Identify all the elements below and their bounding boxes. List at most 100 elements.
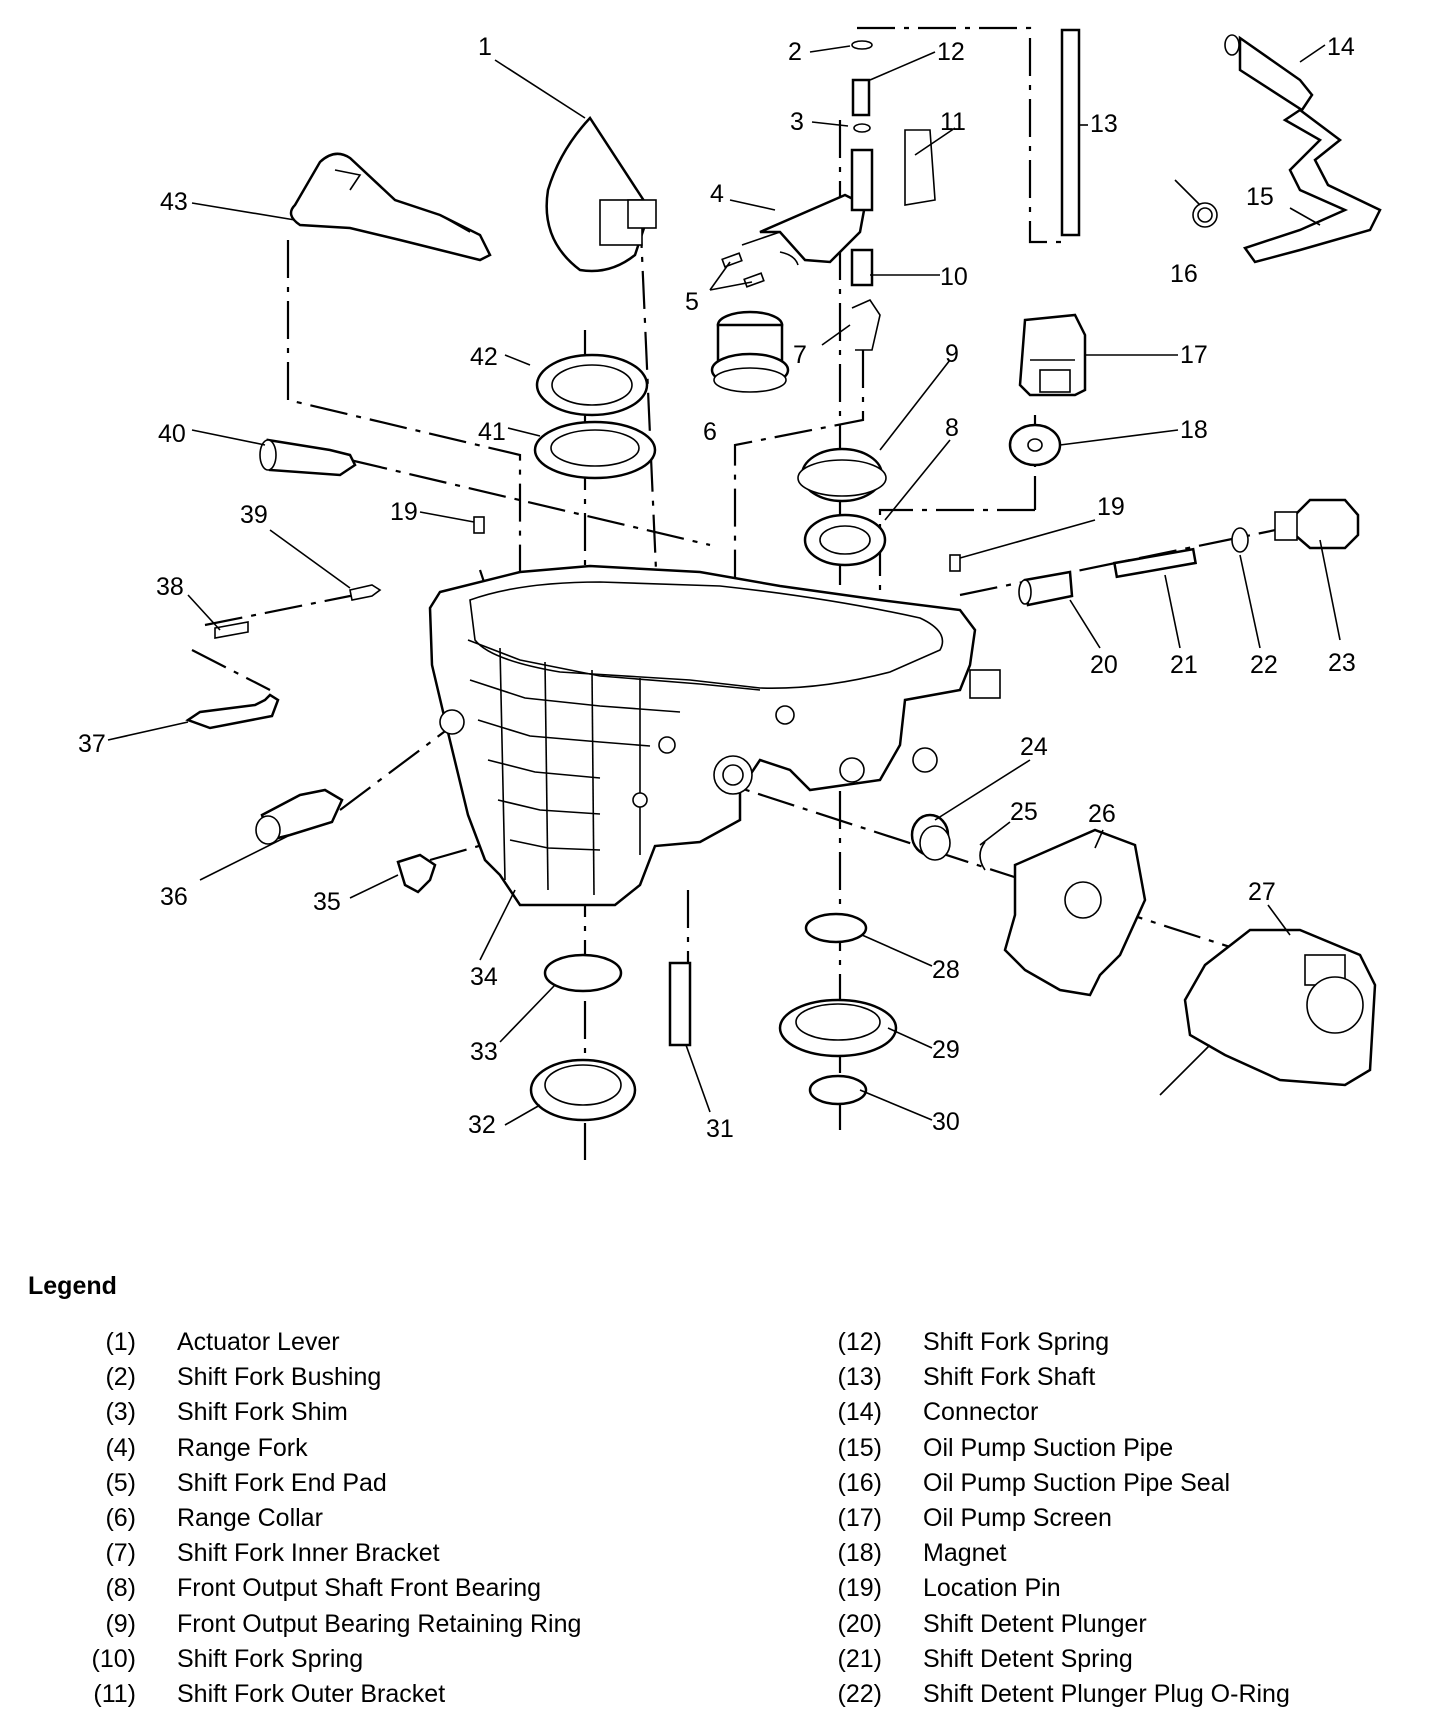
left-side-parts (185, 438, 437, 894)
callout: 12 (937, 38, 965, 66)
callout: 42 (470, 343, 498, 371)
legend-number: (6) (105, 1503, 136, 1532)
callout: 17 (1180, 341, 1208, 369)
callout: 13 (1090, 110, 1118, 138)
magnet (1008, 423, 1062, 467)
legend-item: (16)Oil Pump Suction Pipe Seal (818, 1469, 1231, 1504)
callout: 36 (160, 883, 188, 911)
legend-label: Oil Pump Suction Pipe (923, 1433, 1174, 1462)
callout: 1 (478, 33, 492, 61)
legend-number: (7) (105, 1539, 136, 1568)
legend-item: (10)Shift Fork Spring (72, 1645, 364, 1680)
legend-item: (2) Shift Fork Bushing (72, 1363, 381, 1398)
callout: 32 (468, 1111, 496, 1139)
legend-number: (14) (837, 1398, 882, 1427)
legend-label: Location Pin (923, 1574, 1061, 1603)
callout: 27 (1248, 878, 1276, 906)
callout: 4 (710, 180, 724, 208)
legend-item: (9) Front Output Bearing Retaining Ring (72, 1609, 581, 1645)
legend-item: (8)Front Output Shaft Front Bearing (72, 1574, 541, 1609)
legend-number: (3) (105, 1398, 136, 1427)
legend-number: (20) (837, 1609, 882, 1638)
legend-number: (5) (105, 1468, 136, 1497)
callout: 23 (1328, 649, 1356, 677)
legend-number: (4) (105, 1433, 136, 1462)
legend-number: (1) (105, 1328, 136, 1356)
legend-label: Range Fork (177, 1433, 308, 1462)
range-collar (710, 310, 790, 393)
callout: 29 (932, 1036, 960, 1064)
callout: 6 (703, 418, 717, 446)
lower-parts (529, 912, 898, 1122)
legend-number: (15) (837, 1433, 882, 1462)
legend-label: Oil Pump Suction Pipe Seal (923, 1468, 1231, 1497)
legend-number: (12) (837, 1328, 882, 1356)
legend-number: (21) (837, 1644, 882, 1673)
callout: 11 (940, 108, 966, 136)
legend-item: (17)Oil Pump Screen (818, 1503, 1112, 1539)
legend-label: Shift Fork Shaft (923, 1363, 1096, 1392)
callout: 21 (1170, 651, 1198, 679)
legend-item: (4) Range Fork (72, 1433, 307, 1469)
legend-label: Shift Detent Plunger (923, 1609, 1147, 1638)
legend-label: Shift Fork Bushing (177, 1363, 382, 1392)
shift-detent-parts (1018, 498, 1360, 607)
rear-parts (910, 813, 1377, 1096)
callout: 37 (78, 730, 106, 758)
callout: 10 (940, 263, 968, 291)
range-fork-lever (289, 152, 492, 262)
callout: 7 (793, 341, 807, 369)
callout: 16 (1170, 260, 1198, 288)
legend-label: Front Output Bearing Retaining Ring (177, 1609, 582, 1638)
callout: 41 (478, 418, 506, 446)
callout: 43 (160, 188, 188, 216)
legend-item: (3) Shift Fork Shim (72, 1398, 347, 1433)
legend-label: Shift Fork Shim (177, 1398, 348, 1427)
legend-number: (13) (837, 1363, 882, 1392)
legend-item: (6) Range Collar (72, 1503, 322, 1539)
legend-label: Shift Fork Spring (923, 1328, 1110, 1356)
legend-number: (11) (93, 1679, 136, 1708)
legend-item: (21)Shift Detent Spring (818, 1644, 1133, 1680)
callout: 9 (945, 340, 959, 368)
legend-item: (22) Shift Detent Plunger Plug O-Ring (818, 1679, 1290, 1715)
legend-label: Actuator Lever (177, 1328, 340, 1356)
callout: 40 (158, 420, 186, 448)
actuator-lever (545, 115, 657, 273)
callout: 26 (1088, 800, 1116, 828)
callout: 34 (470, 963, 498, 991)
legend-label: Range Collar (177, 1503, 323, 1532)
legend-item: (13) Shift Fork Shaft (818, 1363, 1096, 1398)
exploded-diagram: 1 2 3 4 5 6 7 8 9 10 11 12 13 14 15 16 1… (78, 26, 1382, 1160)
legend-item: (19) Location Pin (818, 1574, 1061, 1609)
legend-item: (14) Connector (818, 1398, 1039, 1433)
legend-number: (8) (105, 1574, 136, 1603)
legend-number: (9) (105, 1609, 136, 1638)
leader-lines (107, 44, 1341, 1126)
legend-item: (5) Shift Fork End Pad (72, 1468, 386, 1504)
callout: 35 (313, 888, 341, 916)
legend-label: Shift Fork Inner Bracket (177, 1539, 440, 1568)
legend-label: Shift Fork End Pad (177, 1468, 387, 1497)
legend-item: (11)Shift Fork Outer Bracket (72, 1679, 445, 1715)
callout: 18 (1180, 416, 1208, 444)
callout: 33 (470, 1038, 498, 1066)
shift-fork-end-pads (721, 251, 799, 288)
legend-label: Magnet (923, 1539, 1007, 1568)
legend-label: Connector (923, 1398, 1039, 1427)
callout: 8 (945, 414, 959, 442)
callout: 15 (1246, 183, 1274, 211)
legend-item: (7) Shift Fork Inner Bracket (72, 1539, 439, 1574)
legend-number: (22) (837, 1679, 882, 1708)
callout: 39 (240, 501, 268, 529)
legend-item: (18)Magnet (818, 1539, 1007, 1574)
location-pins (473, 516, 961, 572)
legend-number: (17) (837, 1503, 882, 1532)
legend-number: (19) (837, 1574, 882, 1603)
legend-item: (15) Oil Pump Suction Pipe (818, 1433, 1174, 1469)
callout: 28 (932, 956, 960, 984)
legend-number: (2) (105, 1363, 136, 1392)
callout: 20 (1090, 651, 1118, 679)
callout: 3 (790, 108, 804, 136)
legend-label: Shift Detent Plunger Plug O-Ring (923, 1679, 1290, 1708)
